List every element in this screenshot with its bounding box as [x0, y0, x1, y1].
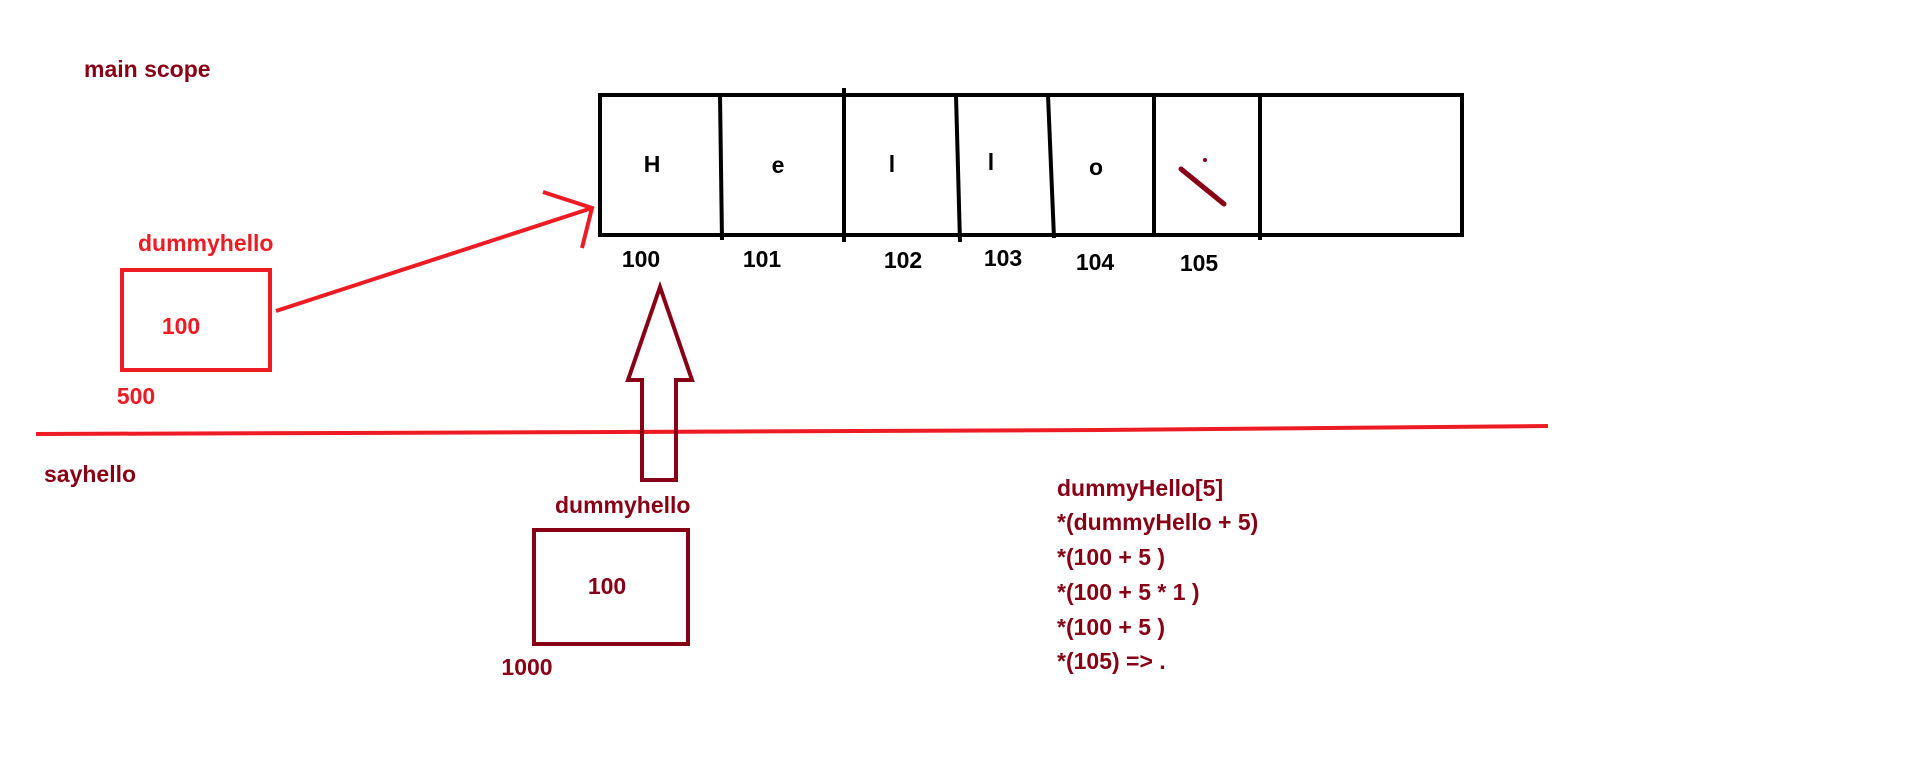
- cell-address: 105: [1180, 250, 1219, 276]
- cell-divider: [954, 94, 962, 243]
- main-var-box: [120, 268, 272, 372]
- sayhello-scope-label: sayhello: [44, 461, 136, 487]
- main-pointer-variable: dummyhello 100 500: [117, 230, 274, 409]
- scope-divider: [35, 424, 1549, 436]
- slash-icon: [1178, 158, 1227, 207]
- cell-char: e: [772, 152, 785, 178]
- up-arrow-icon: [625, 280, 695, 482]
- cell-divider: [718, 94, 724, 241]
- func-var-value: 100: [588, 573, 626, 599]
- main-scope-label: main scope: [84, 56, 211, 82]
- cell-address: 103: [984, 245, 1022, 271]
- main-var-value: 100: [162, 313, 200, 339]
- function-pointer-variable: dummyhello 100 1000: [501, 492, 690, 680]
- func-var-name: dummyhello: [555, 492, 690, 518]
- cell-divider: [1046, 94, 1056, 239]
- cell-address: 104: [1076, 249, 1115, 275]
- cell-char: H: [644, 151, 661, 177]
- expression-notes: dummyHello[5] *(dummyHello + 5) *(100 + …: [1057, 475, 1258, 674]
- cell-char: l: [889, 151, 895, 177]
- cell-address: 100: [622, 246, 660, 272]
- cell-address: 101: [743, 246, 782, 272]
- note-line: dummyHello[5]: [1057, 475, 1223, 501]
- cell-char: o: [1089, 154, 1103, 180]
- note-line: *(100 + 5 ): [1057, 614, 1165, 640]
- main-var-name: dummyhello: [138, 230, 273, 256]
- note-line: *(100 + 5 ): [1057, 544, 1165, 570]
- func-var-box: [532, 528, 690, 646]
- note-line: *(dummyHello + 5): [1057, 509, 1258, 535]
- func-var-address: 1000: [501, 654, 552, 680]
- arrow-icon: [275, 190, 595, 313]
- char-array: H e l l o 100 101 102 103 104 105: [598, 88, 1464, 276]
- cell-address: 102: [884, 247, 922, 273]
- main-var-address: 500: [117, 383, 155, 409]
- note-line: *(100 + 5 * 1 ): [1057, 579, 1200, 605]
- note-line: *(105) => .: [1057, 648, 1166, 674]
- char-array-border: [598, 93, 1464, 237]
- cell-char: l: [988, 149, 994, 175]
